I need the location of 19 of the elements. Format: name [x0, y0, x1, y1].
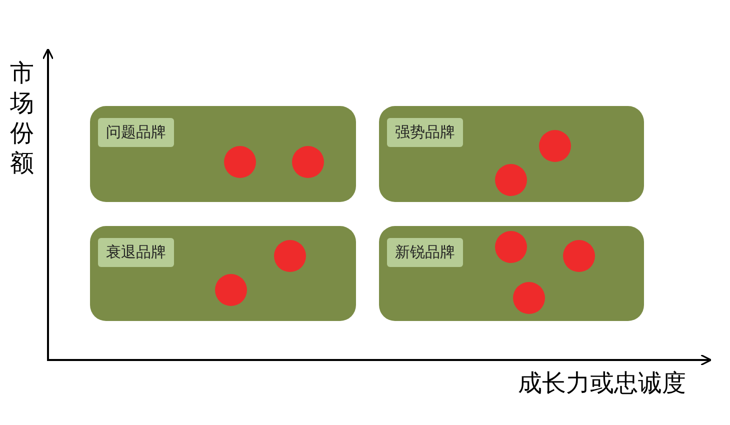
quadrant-panel — [379, 106, 644, 202]
data-point — [292, 146, 324, 178]
quadrant-label: 新锐品牌 — [387, 238, 463, 267]
quadrant-panel — [90, 106, 356, 202]
quadrant-label: 强势品牌 — [387, 118, 463, 147]
data-point — [224, 146, 256, 178]
quadrant-label: 衰退品牌 — [98, 238, 174, 267]
quadrant-panel — [379, 226, 644, 321]
quadrant-panel — [90, 226, 356, 321]
data-point — [563, 240, 595, 272]
data-point — [495, 164, 527, 196]
axis-title: 市场份额 — [10, 58, 35, 178]
data-point — [513, 282, 545, 314]
data-point — [274, 240, 306, 272]
quadrant-label: 问题品牌 — [98, 118, 174, 147]
data-point — [215, 274, 247, 306]
data-point — [539, 130, 571, 162]
axis-title: 成长力或忠诚度 — [518, 368, 686, 398]
data-point — [495, 231, 527, 263]
